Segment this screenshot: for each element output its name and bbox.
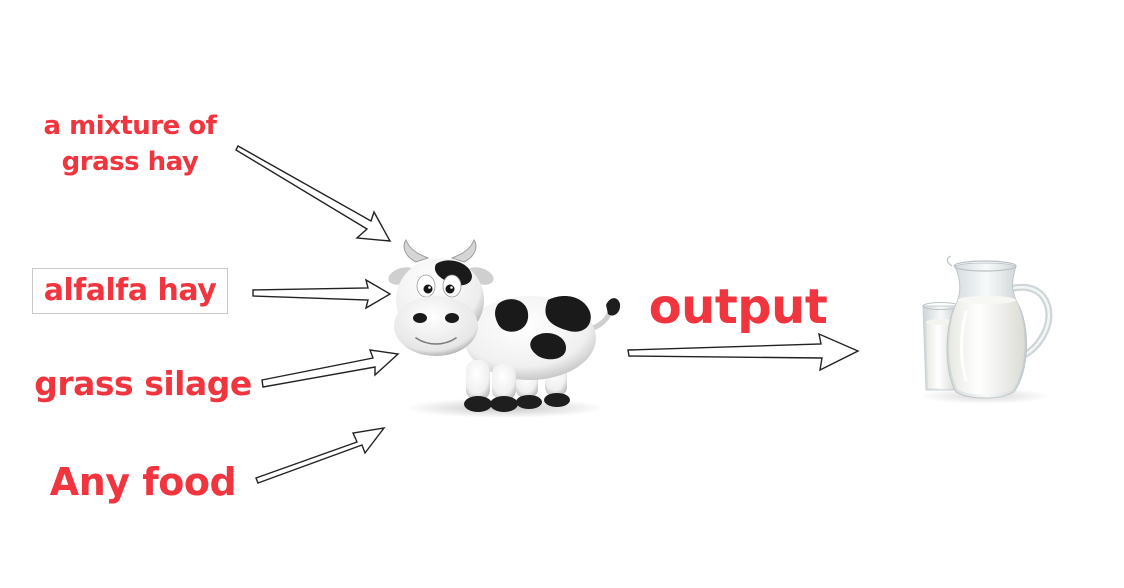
arrow-alfalfa-to-cow <box>252 278 392 310</box>
arrow-any-food-to-cow <box>255 427 386 484</box>
cartoon-cow-icon <box>388 238 621 418</box>
input-label-grass-silage: grass silage <box>34 364 252 403</box>
output-label: output <box>648 279 828 335</box>
input-label-grass-hay-mixture-line1: a mixture of <box>43 111 218 141</box>
arrow-cow-to-milk <box>627 332 860 372</box>
arrow-silage-to-cow <box>261 349 400 388</box>
input-label-any-food: Any food <box>49 460 237 504</box>
input-label-grass-hay-mixture-line2: grass hay <box>61 147 199 177</box>
milk-jug-and-glass-icon <box>919 255 1053 404</box>
input-label-alfalfa-hay: alfalfa hay <box>32 268 228 314</box>
arrow-grass-hay-to-cow <box>235 145 392 242</box>
input-label-grass-hay-mixture: a mixture of grass hay <box>30 108 230 180</box>
